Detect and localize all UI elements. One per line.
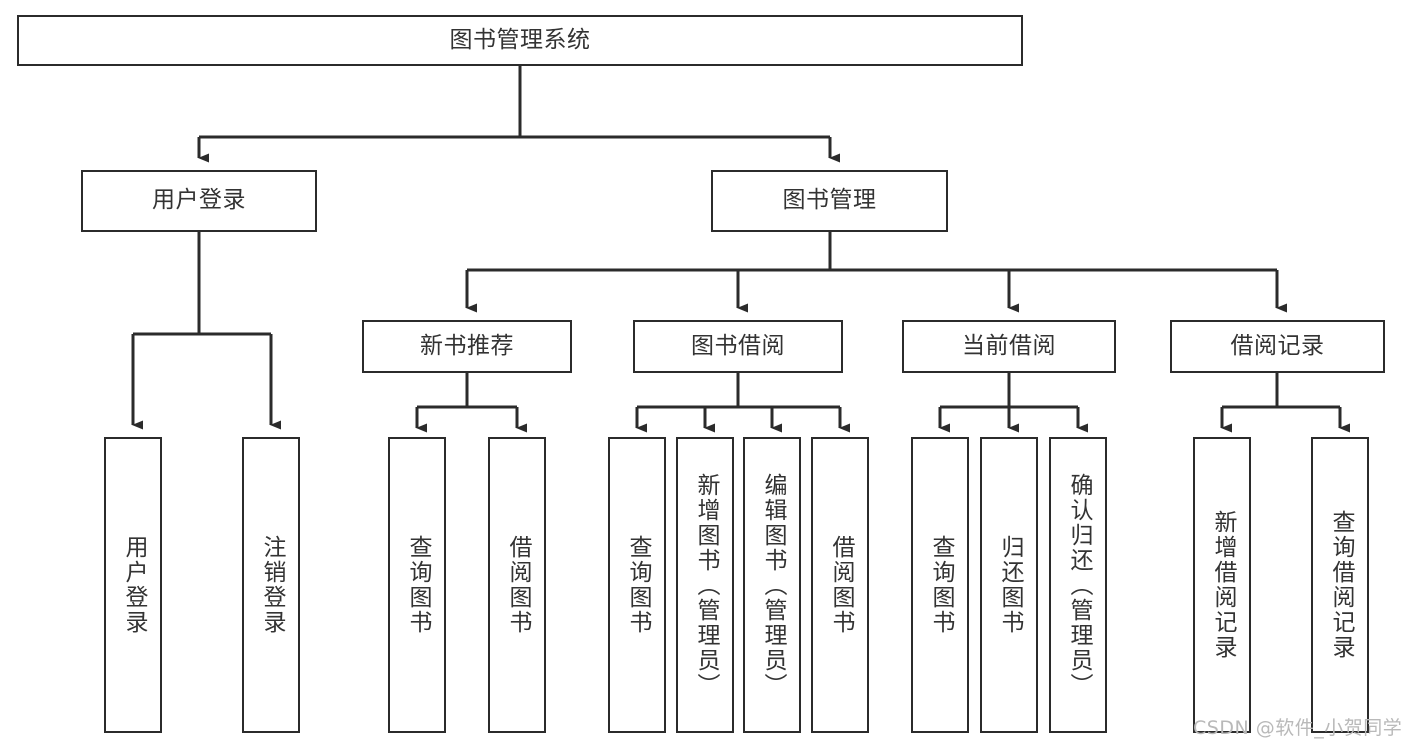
node-leaf-confirm-return[interactable]: 确认归还（管理员）	[1049, 437, 1107, 733]
node-leaf-book-edit[interactable]: 编辑图书（管理员）	[743, 437, 801, 733]
node-current-borrow[interactable]: 当前借阅	[902, 320, 1116, 373]
node-root-system-label: 图书管理系统	[449, 26, 591, 53]
node-leaf-newbook-query-label: 查询图书	[404, 535, 431, 635]
node-leaf-book-add[interactable]: 新增图书（管理员）	[676, 437, 734, 733]
node-leaf-newbook-borrow[interactable]: 借阅图书	[488, 437, 546, 733]
node-leaf-newbook-borrow-label: 借阅图书	[504, 535, 531, 635]
node-leaf-user-login-label: 用户登录	[120, 535, 147, 635]
node-leaf-borrow-query[interactable]: 查询图书	[608, 437, 666, 733]
node-leaf-book-edit-label: 编辑图书（管理员）	[759, 472, 786, 698]
node-leaf-logout[interactable]: 注销登录	[242, 437, 300, 733]
node-leaf-current-query[interactable]: 查询图书	[911, 437, 969, 733]
node-leaf-record-add[interactable]: 新增借阅记录	[1193, 437, 1251, 733]
node-leaf-book-borrow-action[interactable]: 借阅图书	[811, 437, 869, 733]
node-leaf-record-add-label: 新增借阅记录	[1209, 510, 1236, 660]
node-book-manage[interactable]: 图书管理	[711, 170, 948, 232]
watermark-text: CSDN @软件_小贺同学	[1193, 717, 1403, 739]
node-leaf-return-book-label: 归还图书	[996, 535, 1023, 635]
node-leaf-book-borrow-action-label: 借阅图书	[827, 535, 854, 635]
node-leaf-return-book[interactable]: 归还图书	[980, 437, 1038, 733]
node-new-book-recommend-label: 新书推荐	[420, 332, 514, 359]
node-book-borrow-label: 图书借阅	[691, 332, 785, 359]
node-book-borrow[interactable]: 图书借阅	[633, 320, 843, 373]
node-user-login[interactable]: 用户登录	[81, 170, 317, 232]
node-borrow-record[interactable]: 借阅记录	[1170, 320, 1385, 373]
node-leaf-record-query-label: 查询借阅记录	[1327, 510, 1354, 660]
node-root-system[interactable]: 图书管理系统	[17, 15, 1023, 66]
node-leaf-user-login[interactable]: 用户登录	[104, 437, 162, 733]
node-leaf-logout-label: 注销登录	[258, 535, 285, 635]
node-user-login-label: 用户登录	[152, 187, 246, 214]
node-new-book-recommend[interactable]: 新书推荐	[362, 320, 572, 373]
node-leaf-confirm-return-label: 确认归还（管理员）	[1065, 472, 1092, 698]
node-leaf-newbook-query[interactable]: 查询图书	[388, 437, 446, 733]
node-leaf-current-query-label: 查询图书	[927, 535, 954, 635]
node-leaf-book-add-label: 新增图书（管理员）	[692, 472, 719, 698]
node-leaf-record-query[interactable]: 查询借阅记录	[1311, 437, 1369, 733]
node-leaf-borrow-query-label: 查询图书	[624, 535, 651, 635]
node-book-manage-label: 图书管理	[782, 187, 877, 214]
node-borrow-record-label: 借阅记录	[1230, 332, 1325, 359]
node-current-borrow-label: 当前借阅	[962, 332, 1056, 359]
